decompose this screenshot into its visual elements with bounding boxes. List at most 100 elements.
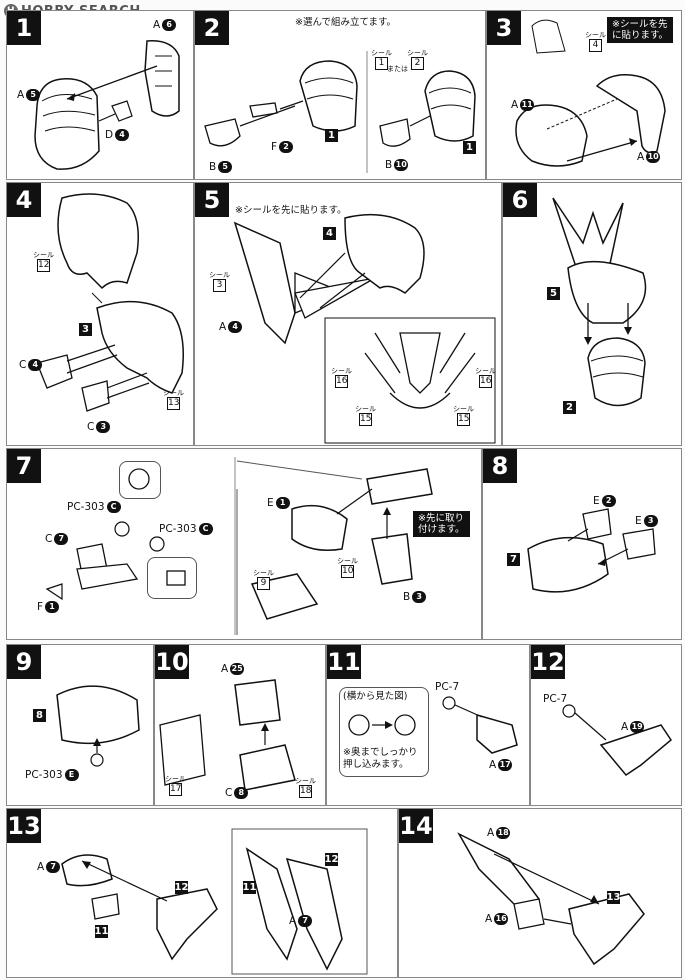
side-view-label: (横から見た図) xyxy=(343,691,408,702)
step-number: 4 xyxy=(7,183,41,217)
step-number: 14 xyxy=(399,809,433,843)
select-note: ※選んで組み立てます。 xyxy=(295,17,397,28)
step-number: 5 xyxy=(195,183,229,217)
step-2-illustration xyxy=(204,51,476,173)
step-13-illustration xyxy=(61,828,368,975)
step-number: 6 xyxy=(503,183,537,217)
part-11b: 11 xyxy=(242,881,257,894)
part-12b: 12 xyxy=(324,853,339,866)
part-4: 4 xyxy=(323,227,336,240)
step-14-illustration xyxy=(457,832,645,966)
step-number: 10 xyxy=(155,645,189,679)
step-number: 3 xyxy=(487,11,521,45)
step-number: 12 xyxy=(531,645,565,679)
step-12-illustration xyxy=(562,704,672,776)
part-11: 11 xyxy=(94,925,109,938)
part-1: 1 xyxy=(325,129,338,142)
step-number: 2 xyxy=(195,11,229,45)
step-6-illustration xyxy=(552,197,647,407)
or-label: または xyxy=(387,65,408,73)
step-10-illustration xyxy=(159,679,296,791)
part-1b: 1 xyxy=(463,141,476,154)
part-3: 3 xyxy=(79,323,92,336)
step-5-illustration xyxy=(233,213,496,444)
step-8-illustration xyxy=(527,508,656,593)
push-note: ※奥までしっかり押し込みます。 xyxy=(343,747,418,770)
part-12: 12 xyxy=(174,881,189,894)
step-1-illustration xyxy=(34,40,180,170)
attach-first-note: ※先に取り付けます。 xyxy=(413,511,470,537)
part-13: 13 xyxy=(606,891,621,904)
step-number: 11 xyxy=(327,645,361,679)
step-11-illustration xyxy=(348,696,518,754)
step-6-panel: 6 5 2 xyxy=(502,182,682,446)
step-7-illustration xyxy=(45,457,433,635)
step-number: 7 xyxy=(7,449,41,483)
step-number: 9 xyxy=(7,645,41,679)
pc7-label-12: PC-7 xyxy=(543,693,568,705)
part-8: 8 xyxy=(33,709,46,722)
step-3-illustration xyxy=(515,19,666,167)
step-9-illustration xyxy=(56,685,140,767)
sticker-first-note: ※シールを先に貼ります。 xyxy=(607,17,674,43)
step-number: 8 xyxy=(483,449,517,483)
part-7: 7 xyxy=(507,553,520,566)
part-2: 2 xyxy=(563,401,576,414)
step-number: 1 xyxy=(7,11,41,45)
